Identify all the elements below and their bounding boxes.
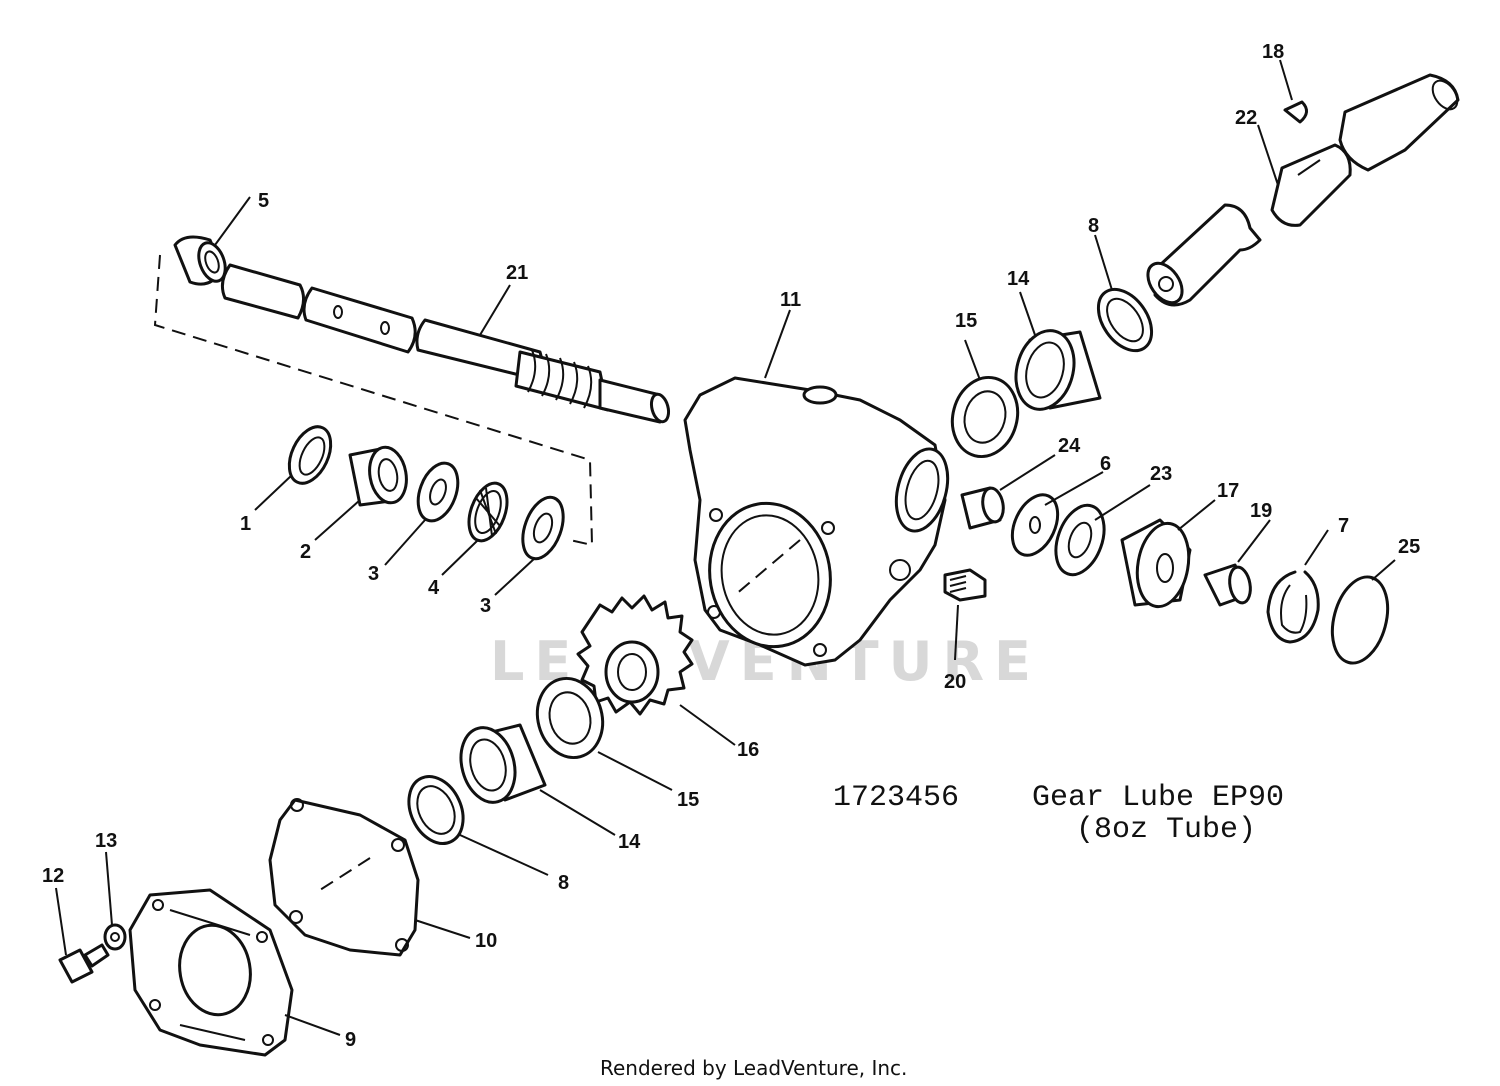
callout-19: 19: [1250, 500, 1272, 522]
callout-20: 20: [944, 671, 966, 693]
callout-12: 12: [42, 865, 64, 887]
part-21-worm-shaft: [220, 263, 671, 424]
part-20-drain-plug: [943, 568, 987, 602]
callout-14-upper: 14: [1007, 268, 1030, 290]
part-1-oil-seal: [287, 425, 333, 485]
leader-lines: [55, 59, 1396, 1036]
callout-18: 18: [1262, 41, 1284, 63]
part-3-thrust-washer-b: [521, 495, 565, 561]
callout-9: 9: [345, 1029, 356, 1051]
part-24-bushing: [960, 486, 1005, 530]
part-10-gasket: [268, 798, 420, 957]
part-16-gear: [576, 594, 694, 716]
part-9-cover: [128, 888, 294, 1057]
callout-14-lower: 14: [618, 831, 641, 853]
group-bracket: [153, 254, 594, 547]
callout-2: 2: [300, 541, 311, 563]
callout-24: 24: [1058, 435, 1081, 457]
callout-1: 1: [240, 513, 251, 535]
part-19-needle-bearing: [1203, 563, 1252, 607]
callout-6: 6: [1100, 453, 1111, 475]
callout-21: 21: [506, 262, 528, 284]
part-7-snap-ring: [1266, 570, 1320, 644]
part-output-shaft: [1146, 73, 1460, 307]
part-8-seal-a: [1096, 287, 1154, 353]
part-3-thrust-washer-a: [416, 461, 460, 523]
part-25-o-ring: [1330, 575, 1390, 665]
part-15-washer-b: [535, 676, 605, 760]
callout-3-a: 3: [368, 563, 379, 585]
part-12-bolt: [58, 943, 110, 984]
lube-note: 1723456 Gear Lube EP90 (8oz Tube): [833, 781, 1284, 847]
callout-labels: 5 21 11 15 14 8 22 18 1 2 3 4 3 24 6 23 …: [42, 41, 1420, 1051]
part-5-bushing: [173, 235, 227, 286]
part-6-washer: [1010, 493, 1060, 557]
part-15-washer-a: [950, 375, 1020, 459]
callout-10: 10: [475, 930, 497, 952]
lube-part-number: 1723456: [833, 781, 959, 815]
footer-credit: Rendered by LeadVenture, Inc.: [600, 1056, 907, 1080]
callout-5: 5: [258, 190, 269, 212]
part-17-bearing: [1120, 518, 1192, 609]
callout-7: 7: [1338, 515, 1349, 537]
callout-8-lower: 8: [558, 872, 569, 894]
part-14-bearing-cup-a: [1014, 329, 1102, 411]
callout-11: 11: [780, 289, 801, 311]
callout-3-b: 3: [480, 595, 491, 617]
callout-23: 23: [1150, 463, 1172, 485]
callout-13: 13: [95, 830, 117, 852]
callout-8-upper: 8: [1088, 215, 1099, 237]
callout-15-lower: 15: [677, 789, 699, 811]
lube-description: Gear Lube EP90: [1032, 781, 1284, 815]
callout-4: 4: [428, 577, 440, 599]
callout-22: 22: [1235, 107, 1257, 129]
part-14-bearing-cup-b: [459, 723, 547, 804]
part-8-seal-b: [407, 775, 465, 845]
part-11-gear-housing: [683, 376, 950, 667]
lube-package: (8oz Tube): [1076, 813, 1256, 847]
part-2-bearing: [348, 445, 408, 507]
callout-15-upper: 15: [955, 310, 977, 332]
part-18-woodruff-key: [1283, 100, 1308, 124]
part-23-washer: [1054, 503, 1106, 577]
part-4-thrust-bearing: [467, 481, 509, 543]
part-13-lock-washer: [103, 923, 127, 951]
callout-16: 16: [737, 739, 759, 761]
callout-17: 17: [1217, 480, 1239, 502]
callout-25: 25: [1398, 536, 1420, 558]
